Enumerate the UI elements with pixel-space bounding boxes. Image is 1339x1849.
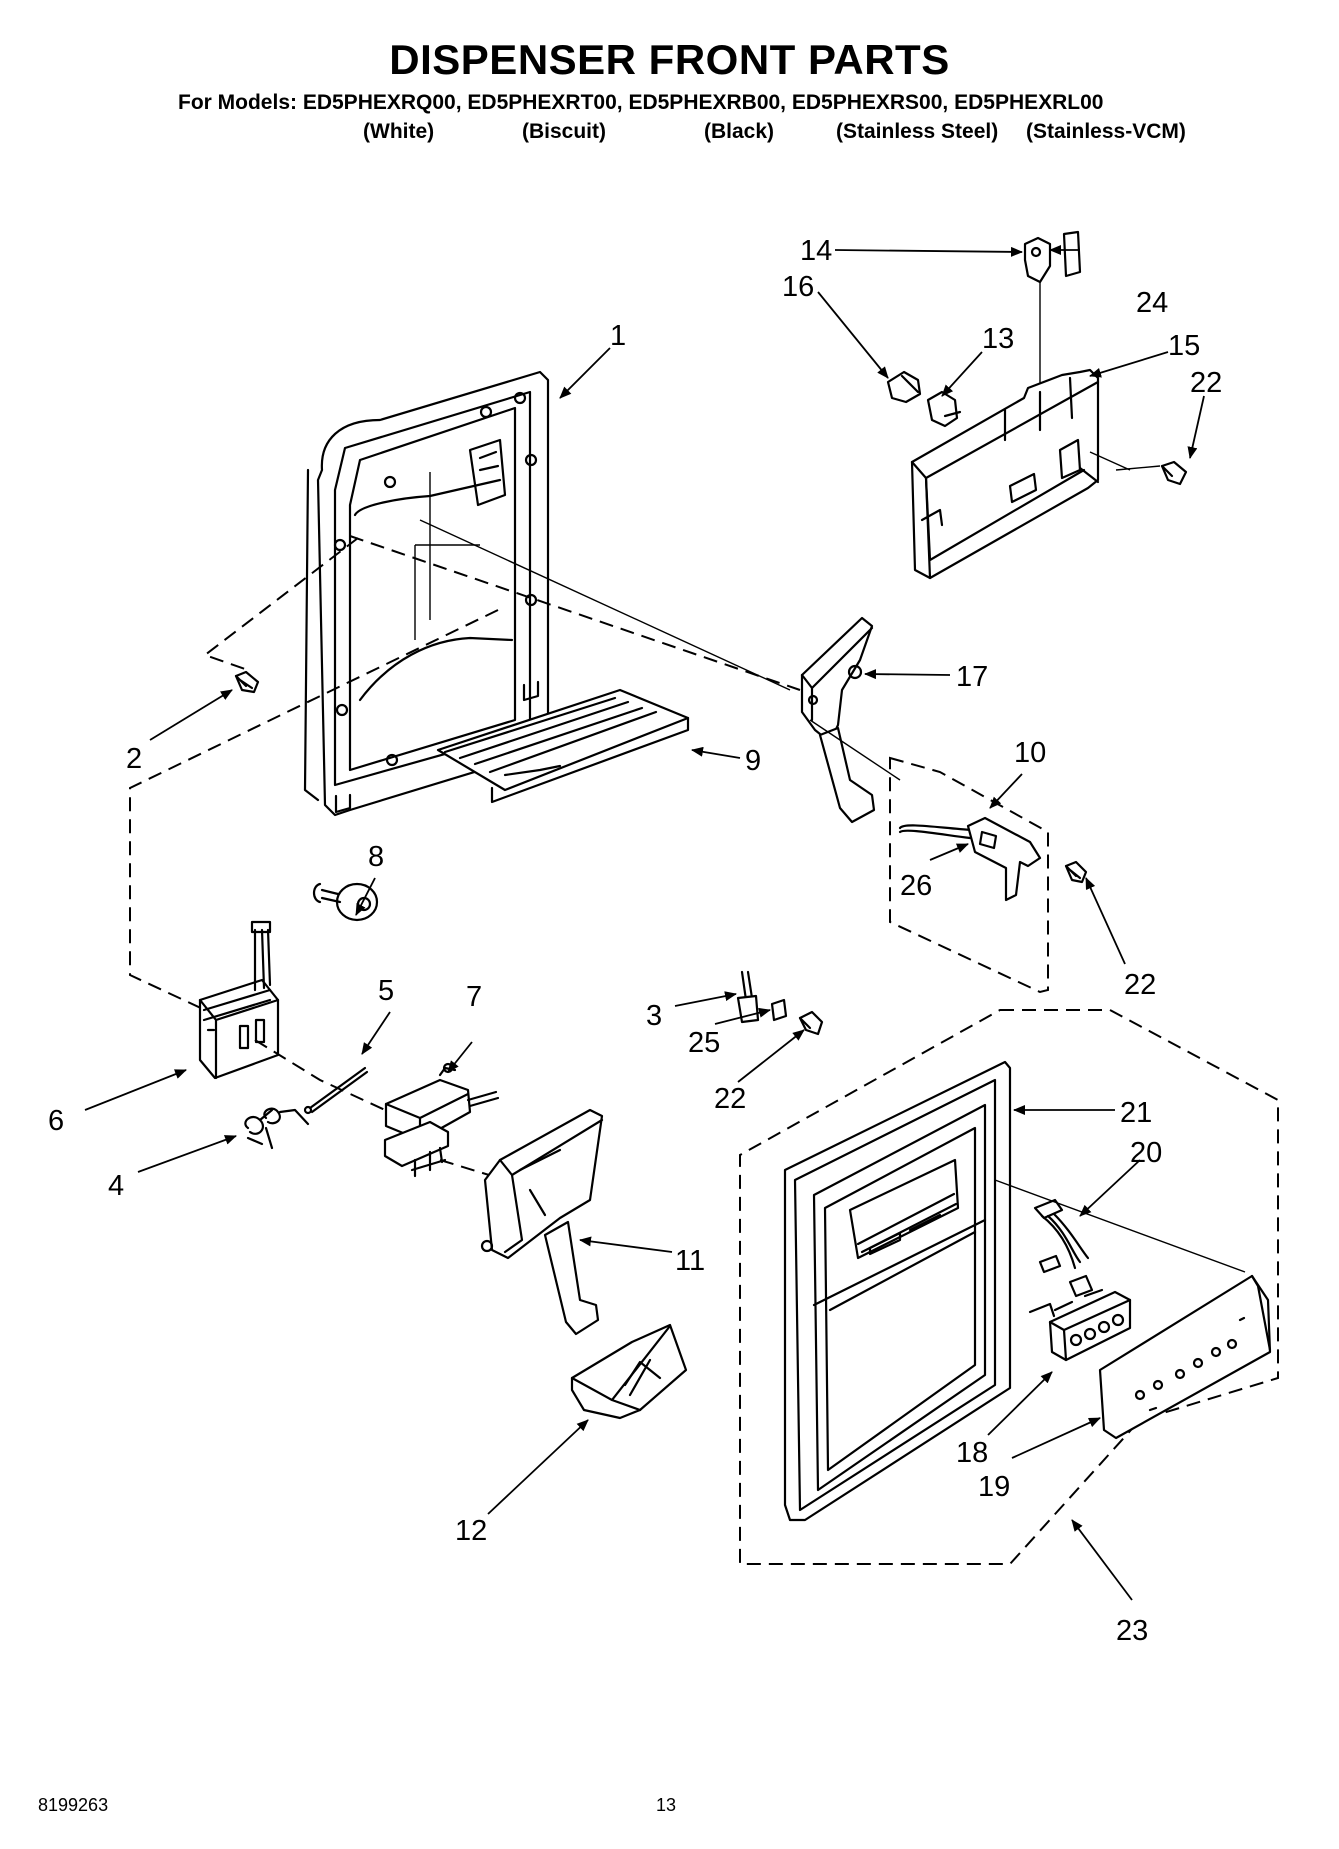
color-black: (Black) xyxy=(704,120,775,143)
part-20-wire-harness xyxy=(1033,1198,1094,1298)
part-6-module xyxy=(198,920,280,1080)
callout-15: 15 xyxy=(1168,330,1200,362)
part-13-socket xyxy=(926,390,962,428)
callout-13: 13 xyxy=(982,323,1014,355)
callout-1: 1 xyxy=(610,320,626,352)
part-17-paddle xyxy=(800,616,876,824)
page-title: DISPENSER FRONT PARTS xyxy=(389,36,950,83)
part-22-screw-mid xyxy=(1064,860,1088,884)
callout-22-top: 22 xyxy=(1190,367,1222,399)
callout-11: 11 xyxy=(675,1245,705,1277)
model-colors-row: (White) (Biscuit) (Black) (Stainless Ste… xyxy=(0,120,1339,150)
part-14-switch xyxy=(1023,236,1052,284)
part-5-pin xyxy=(303,1066,369,1115)
part-9-drip-tray xyxy=(436,688,690,804)
part-22-screw-low xyxy=(798,1010,824,1036)
part-22-screw-top xyxy=(1160,460,1188,486)
callout-6: 6 xyxy=(48,1105,64,1137)
callout-20: 20 xyxy=(1130,1137,1162,1169)
callout-24: 24 xyxy=(1136,287,1168,319)
color-biscuit: (Biscuit) xyxy=(522,120,606,143)
callout-12: 12 xyxy=(455,1515,487,1547)
callout-17: 17 xyxy=(956,661,988,693)
part-11-lever-arm xyxy=(480,1108,604,1336)
callout-26: 26 xyxy=(900,870,932,902)
callout-8: 8 xyxy=(368,841,384,873)
callout-18: 18 xyxy=(956,1437,988,1469)
callout-16: 16 xyxy=(782,271,814,303)
callout-7: 7 xyxy=(466,981,482,1013)
callout-10: 10 xyxy=(1014,737,1046,769)
callout-3: 3 xyxy=(646,1000,662,1032)
part-21-front-panel xyxy=(783,1060,1012,1522)
callout-23: 23 xyxy=(1116,1615,1148,1647)
leader-lines xyxy=(84,245,1205,1601)
part-25-pad xyxy=(770,998,788,1022)
callout-4: 4 xyxy=(108,1170,124,1202)
color-stainless-vcm: (Stainless-VCM) xyxy=(1026,120,1186,143)
callout-14: 14 xyxy=(800,235,832,267)
part-16-light-bulb xyxy=(886,370,922,404)
color-white: (White) xyxy=(363,120,435,143)
callout-9: 9 xyxy=(745,745,761,777)
part-24-insulator xyxy=(1062,230,1082,278)
color-stainless-steel: (Stainless Steel) xyxy=(836,120,999,143)
callout-2: 2 xyxy=(126,743,142,775)
part-12-ice-cup xyxy=(570,1323,688,1420)
callout-numbers: 1 2 3 4 5 6 7 8 9 10 11 12 13 14 15 16 1… xyxy=(48,235,1222,1647)
part-19-overlay xyxy=(1098,1274,1272,1440)
part-3-clip xyxy=(736,970,760,1024)
callout-5: 5 xyxy=(378,975,394,1007)
part-8-motor xyxy=(312,882,379,922)
callout-19: 19 xyxy=(978,1471,1010,1503)
part-4-spring xyxy=(244,1107,310,1150)
page-number: 13 xyxy=(656,1795,677,1815)
part-2-screw xyxy=(234,670,260,694)
callout-25: 25 xyxy=(688,1027,720,1059)
part-18-control-board xyxy=(1028,1288,1132,1362)
part-26-switch-arm xyxy=(898,816,1042,902)
callout-22-low: 22 xyxy=(714,1083,746,1115)
callout-22-mid: 22 xyxy=(1124,969,1156,1001)
models-line: For Models: ED5PHEXRQ00, ED5PHEXRT00, ED… xyxy=(178,91,1104,114)
callout-21: 21 xyxy=(1120,1097,1152,1129)
part-7-actuator xyxy=(383,1062,500,1178)
document-number: 8199263 xyxy=(38,1795,109,1815)
part-1-housing-frame xyxy=(303,370,550,817)
